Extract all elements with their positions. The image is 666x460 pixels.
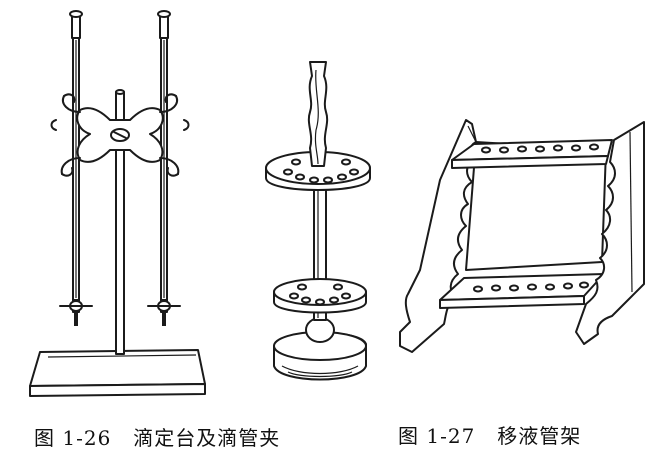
round-stand-base <box>273 317 367 381</box>
rack-lower-shelf <box>439 273 605 309</box>
figure-caption-1-26: 图 1-26 滴定台及滴管夹 <box>34 422 280 451</box>
round-stand-lower-tray <box>273 278 367 314</box>
rack-right-side-panel <box>575 121 645 345</box>
burette-left <box>59 10 93 326</box>
standing-pipette <box>307 61 329 167</box>
figure-title-1-27: 移液管架 <box>497 424 582 448</box>
rack-left-side-panel <box>399 119 477 353</box>
figure-number-1-27: 图 1-27 <box>398 424 476 448</box>
figure-title-1-26: 滴定台及滴管夹 <box>133 426 281 450</box>
rack-upper-shelf <box>451 139 613 169</box>
figure-number-1-26: 图 1-26 <box>34 426 112 450</box>
stand-rod <box>115 89 125 355</box>
burette-right <box>147 10 181 326</box>
stand-base <box>29 349 206 397</box>
figure-caption-1-27: 图 1-27 移液管架 <box>398 420 581 449</box>
round-stand-upper-tray <box>265 151 371 191</box>
burette-clamp <box>50 93 190 177</box>
